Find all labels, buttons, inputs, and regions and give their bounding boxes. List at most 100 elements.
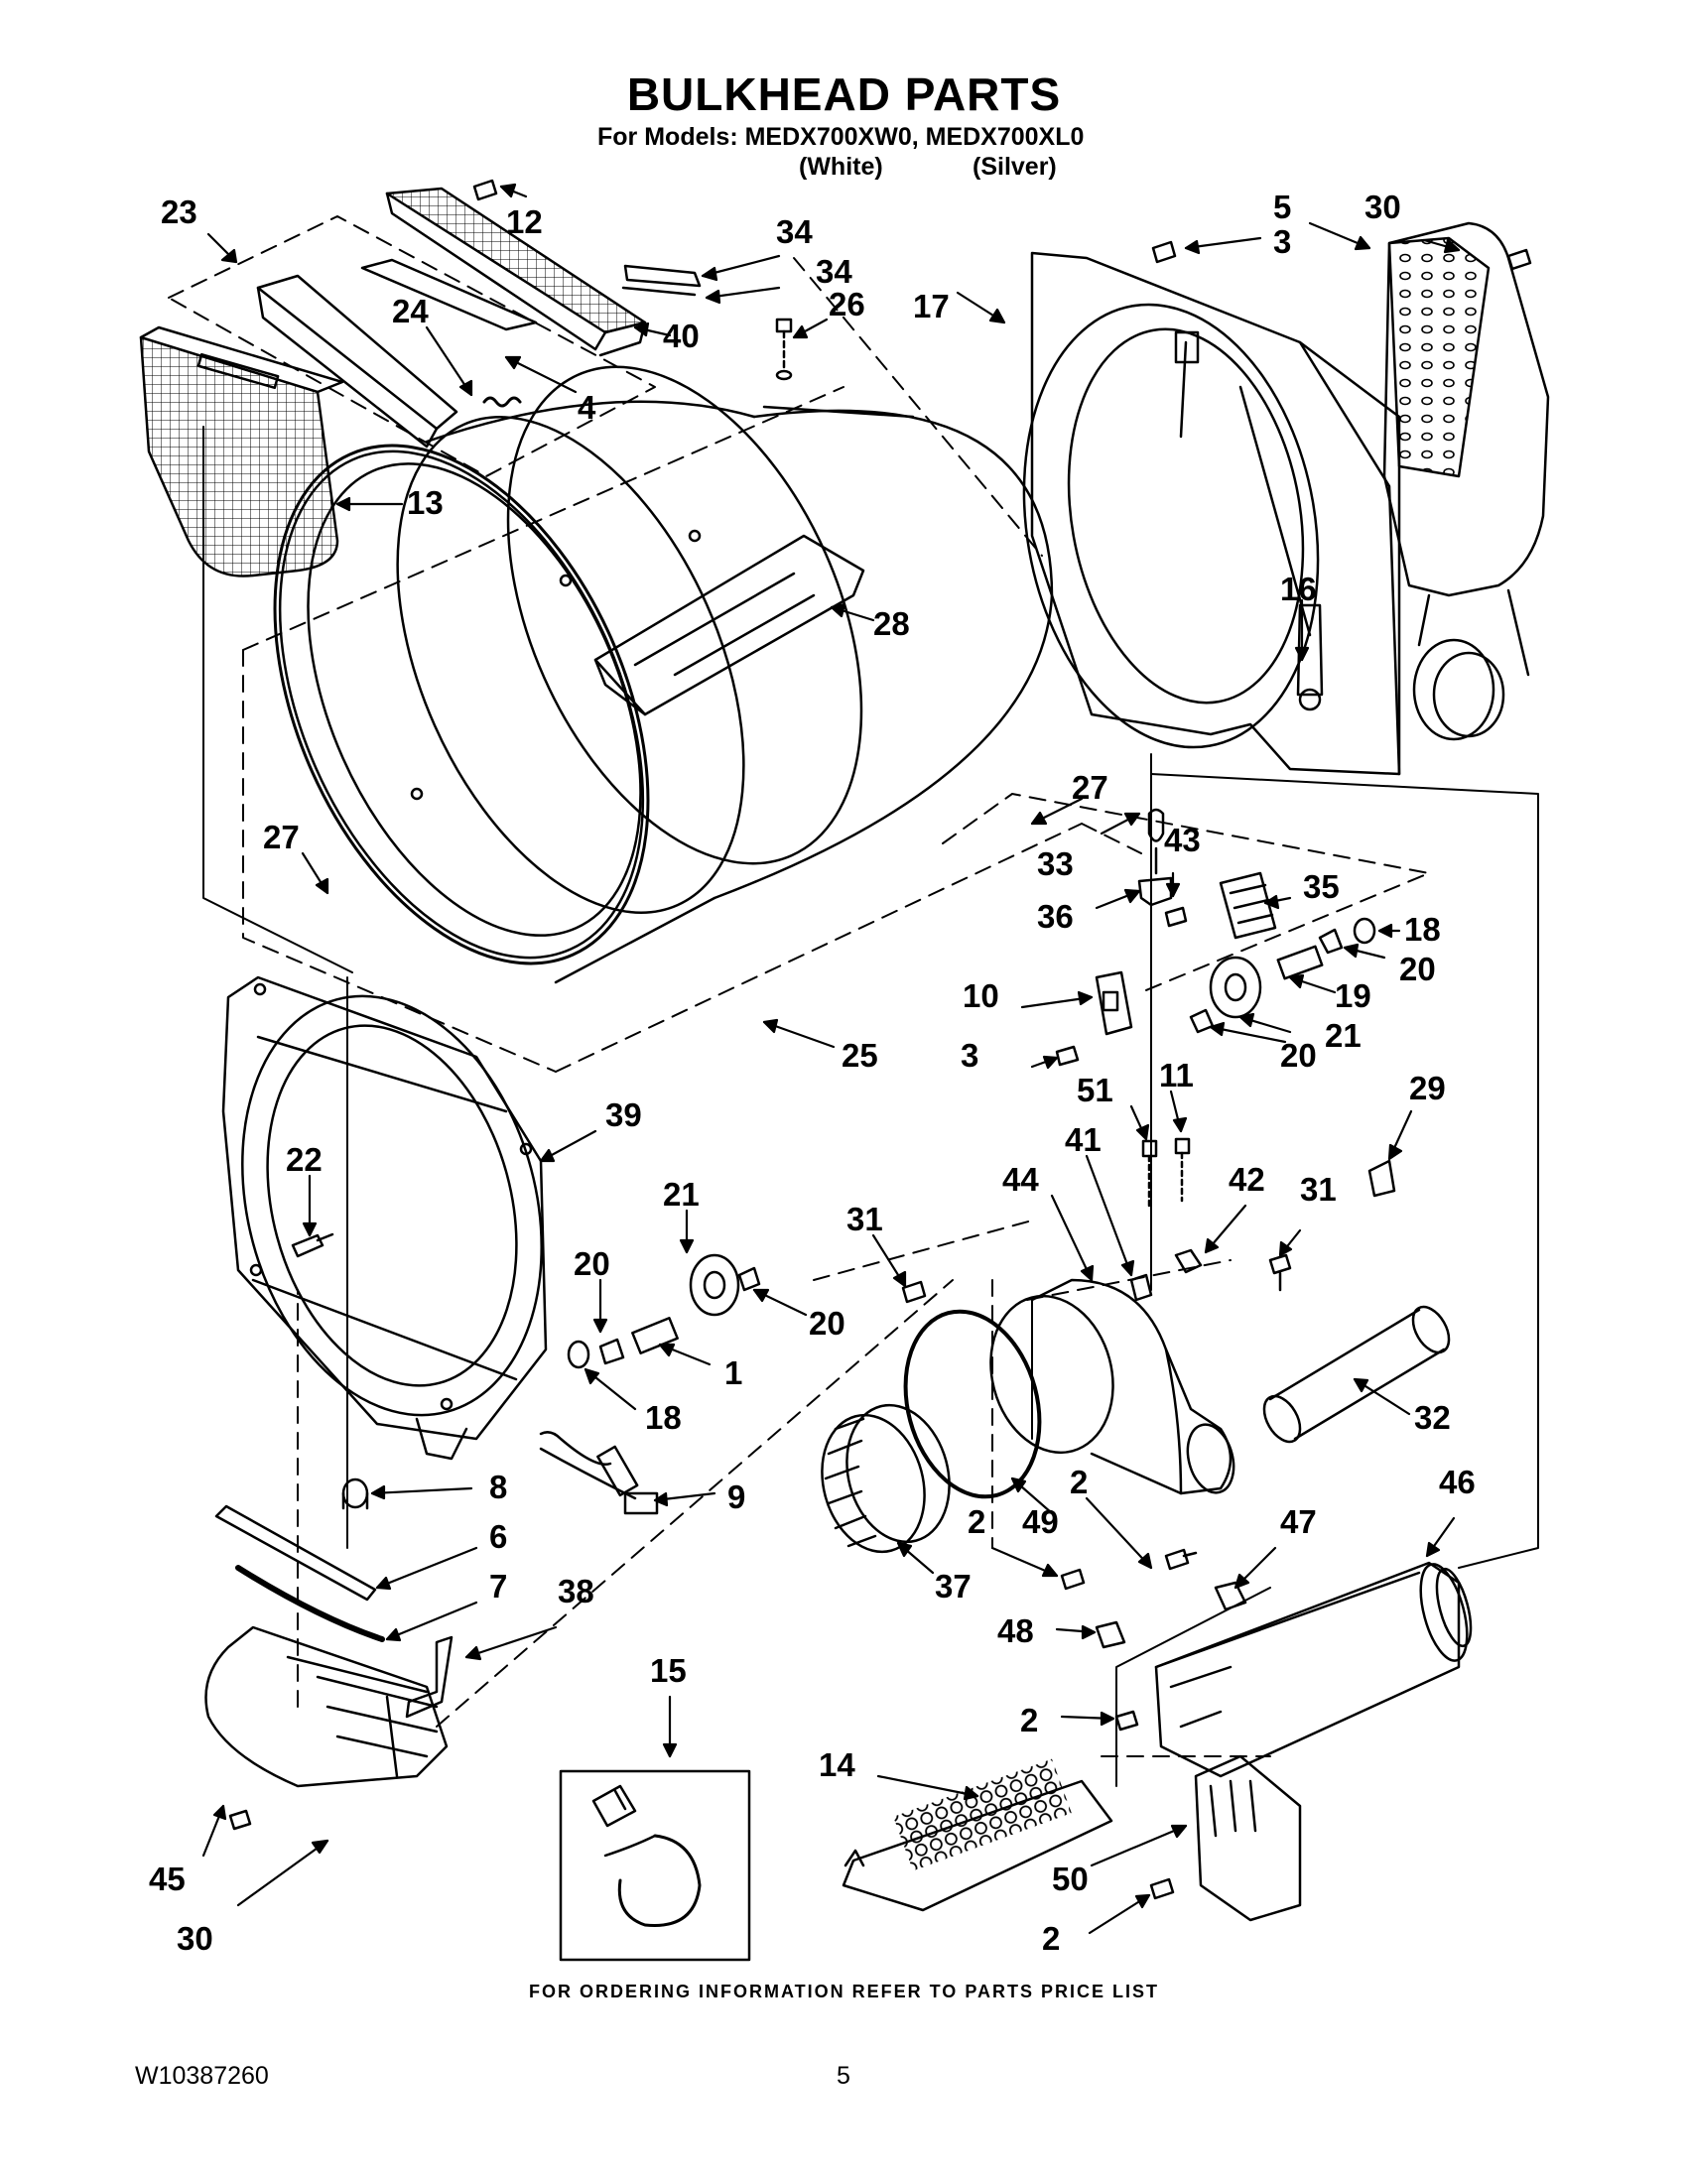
ordering-info-note: FOR ORDERING INFORMATION REFER TO PARTS … xyxy=(528,1982,1159,2001)
clip-29-part xyxy=(1367,1159,1396,1198)
assembly-guide-lines xyxy=(168,215,1430,1757)
callout-37: 37 xyxy=(935,1568,972,1605)
screw-22-part xyxy=(291,1232,334,1258)
callout-39: 39 xyxy=(605,1096,642,1133)
callout-48: 48 xyxy=(997,1612,1034,1649)
screw-2d-part xyxy=(1149,1877,1175,1900)
blower-housing-44-part xyxy=(989,1278,1235,1495)
callout-23: 23 xyxy=(161,193,197,230)
rear-duct-part xyxy=(1382,221,1550,741)
callout-50: 50 xyxy=(1052,1861,1089,1897)
callout-43: 43 xyxy=(1164,822,1201,858)
callout-21-left: 21 xyxy=(663,1176,700,1213)
callout-5: 5 xyxy=(1273,189,1291,225)
screw-30-front-part xyxy=(228,1809,252,1831)
color-silver-label: (Silver) xyxy=(973,153,1057,181)
callout-20-left-upper: 20 xyxy=(574,1245,610,1282)
sensor-10-part xyxy=(1095,970,1133,1036)
callout-9: 9 xyxy=(727,1478,745,1515)
callout-21-right: 21 xyxy=(1325,1017,1362,1054)
lint-screen-part xyxy=(139,325,344,578)
clip-38-part xyxy=(405,1635,454,1719)
thermistor-33-part xyxy=(1147,808,1165,875)
screw-3a-part xyxy=(1151,240,1177,264)
callout-labels: 23 12 34 34 40 26 17 5 30 3 24 4 13 28 1… xyxy=(149,189,1476,1957)
callout-2-blower: 2 xyxy=(1070,1464,1088,1500)
callout-20-right-lower: 20 xyxy=(1280,1037,1317,1074)
callout-2-bracket: 2 xyxy=(1042,1920,1060,1957)
callout-20-left-lower: 20 xyxy=(809,1305,845,1342)
drum-part xyxy=(278,365,1054,984)
bracket-36-part xyxy=(1137,876,1173,907)
heater-element-14-part xyxy=(842,1758,1113,1912)
page-number: 5 xyxy=(837,2062,850,2090)
thermostat-42-part xyxy=(1174,1248,1203,1274)
callout-35: 35 xyxy=(1303,868,1340,905)
callout-12: 12 xyxy=(506,203,543,240)
screw-12-part xyxy=(472,179,498,201)
callout-30-rear: 30 xyxy=(1364,189,1401,225)
callout-6: 6 xyxy=(489,1518,507,1555)
callout-31-left: 31 xyxy=(846,1201,883,1237)
callout-17: 17 xyxy=(913,288,950,324)
screw-2c-part xyxy=(1114,1710,1139,1732)
callout-3-lower: 3 xyxy=(961,1037,978,1074)
leader-lines xyxy=(201,183,1461,1935)
lint-housing-part xyxy=(256,258,538,449)
page-title: BULKHEAD PARTS xyxy=(626,68,1062,120)
callout-22: 22 xyxy=(286,1141,323,1178)
callout-49: 49 xyxy=(1022,1503,1059,1540)
callout-32: 32 xyxy=(1414,1399,1451,1436)
callout-7: 7 xyxy=(489,1568,507,1605)
callout-27-right: 27 xyxy=(1072,769,1108,806)
roller-bearing-parts-right xyxy=(1189,917,1376,1034)
nut-8-part xyxy=(341,1477,369,1510)
control-board-35-part xyxy=(1219,871,1277,940)
callout-10: 10 xyxy=(963,977,999,1014)
callout-24: 24 xyxy=(392,293,429,329)
assembly-solid-lines xyxy=(202,426,1539,1787)
exhaust-pipe-32-part xyxy=(1262,1305,1451,1444)
color-white-label: (White) xyxy=(799,153,883,181)
callout-40: 40 xyxy=(663,318,700,354)
wire-harness-9-part xyxy=(539,1431,659,1515)
callout-2-heater-left: 2 xyxy=(968,1503,985,1540)
callout-18-left: 18 xyxy=(645,1399,682,1436)
callout-11: 11 xyxy=(1159,1057,1194,1093)
seal-ring-49-part xyxy=(903,1309,1042,1499)
callout-8: 8 xyxy=(489,1469,507,1505)
callout-41: 41 xyxy=(1065,1121,1102,1158)
front-duct-45-part xyxy=(204,1625,449,1788)
kit-15-part xyxy=(559,1769,751,1962)
screw-2b-part xyxy=(1060,1568,1086,1591)
screw-2a-part xyxy=(1164,1548,1198,1571)
screw-31-right-part xyxy=(1268,1253,1292,1292)
callout-20-right-upper: 20 xyxy=(1399,951,1436,987)
callout-27-left: 27 xyxy=(263,819,300,855)
strip-6-part xyxy=(214,1504,377,1602)
callout-36: 36 xyxy=(1037,898,1074,935)
callout-31-right: 31 xyxy=(1300,1171,1337,1208)
callout-45: 45 xyxy=(149,1861,186,1897)
screw-26-part xyxy=(775,318,793,381)
callout-13: 13 xyxy=(407,484,444,521)
callout-28: 28 xyxy=(873,605,910,642)
callout-25: 25 xyxy=(842,1037,878,1074)
callout-34-upper: 34 xyxy=(776,213,813,250)
screw-30-rear-part xyxy=(1506,248,1532,271)
bracket-50-part xyxy=(1194,1754,1302,1922)
callout-4: 4 xyxy=(578,389,596,426)
callout-44: 44 xyxy=(1002,1161,1039,1198)
callout-33: 33 xyxy=(1037,845,1074,882)
callout-14: 14 xyxy=(819,1746,855,1783)
callout-46: 46 xyxy=(1439,1464,1476,1500)
document-number: W10387260 xyxy=(135,2062,269,2090)
spring-part xyxy=(482,396,522,408)
callout-38: 38 xyxy=(558,1573,594,1609)
callout-47: 47 xyxy=(1280,1503,1317,1540)
drum-baffle-part xyxy=(593,534,865,716)
roller-bearing-parts-left xyxy=(567,1253,761,1369)
callout-29: 29 xyxy=(1409,1070,1446,1106)
callout-19: 19 xyxy=(1335,977,1371,1014)
